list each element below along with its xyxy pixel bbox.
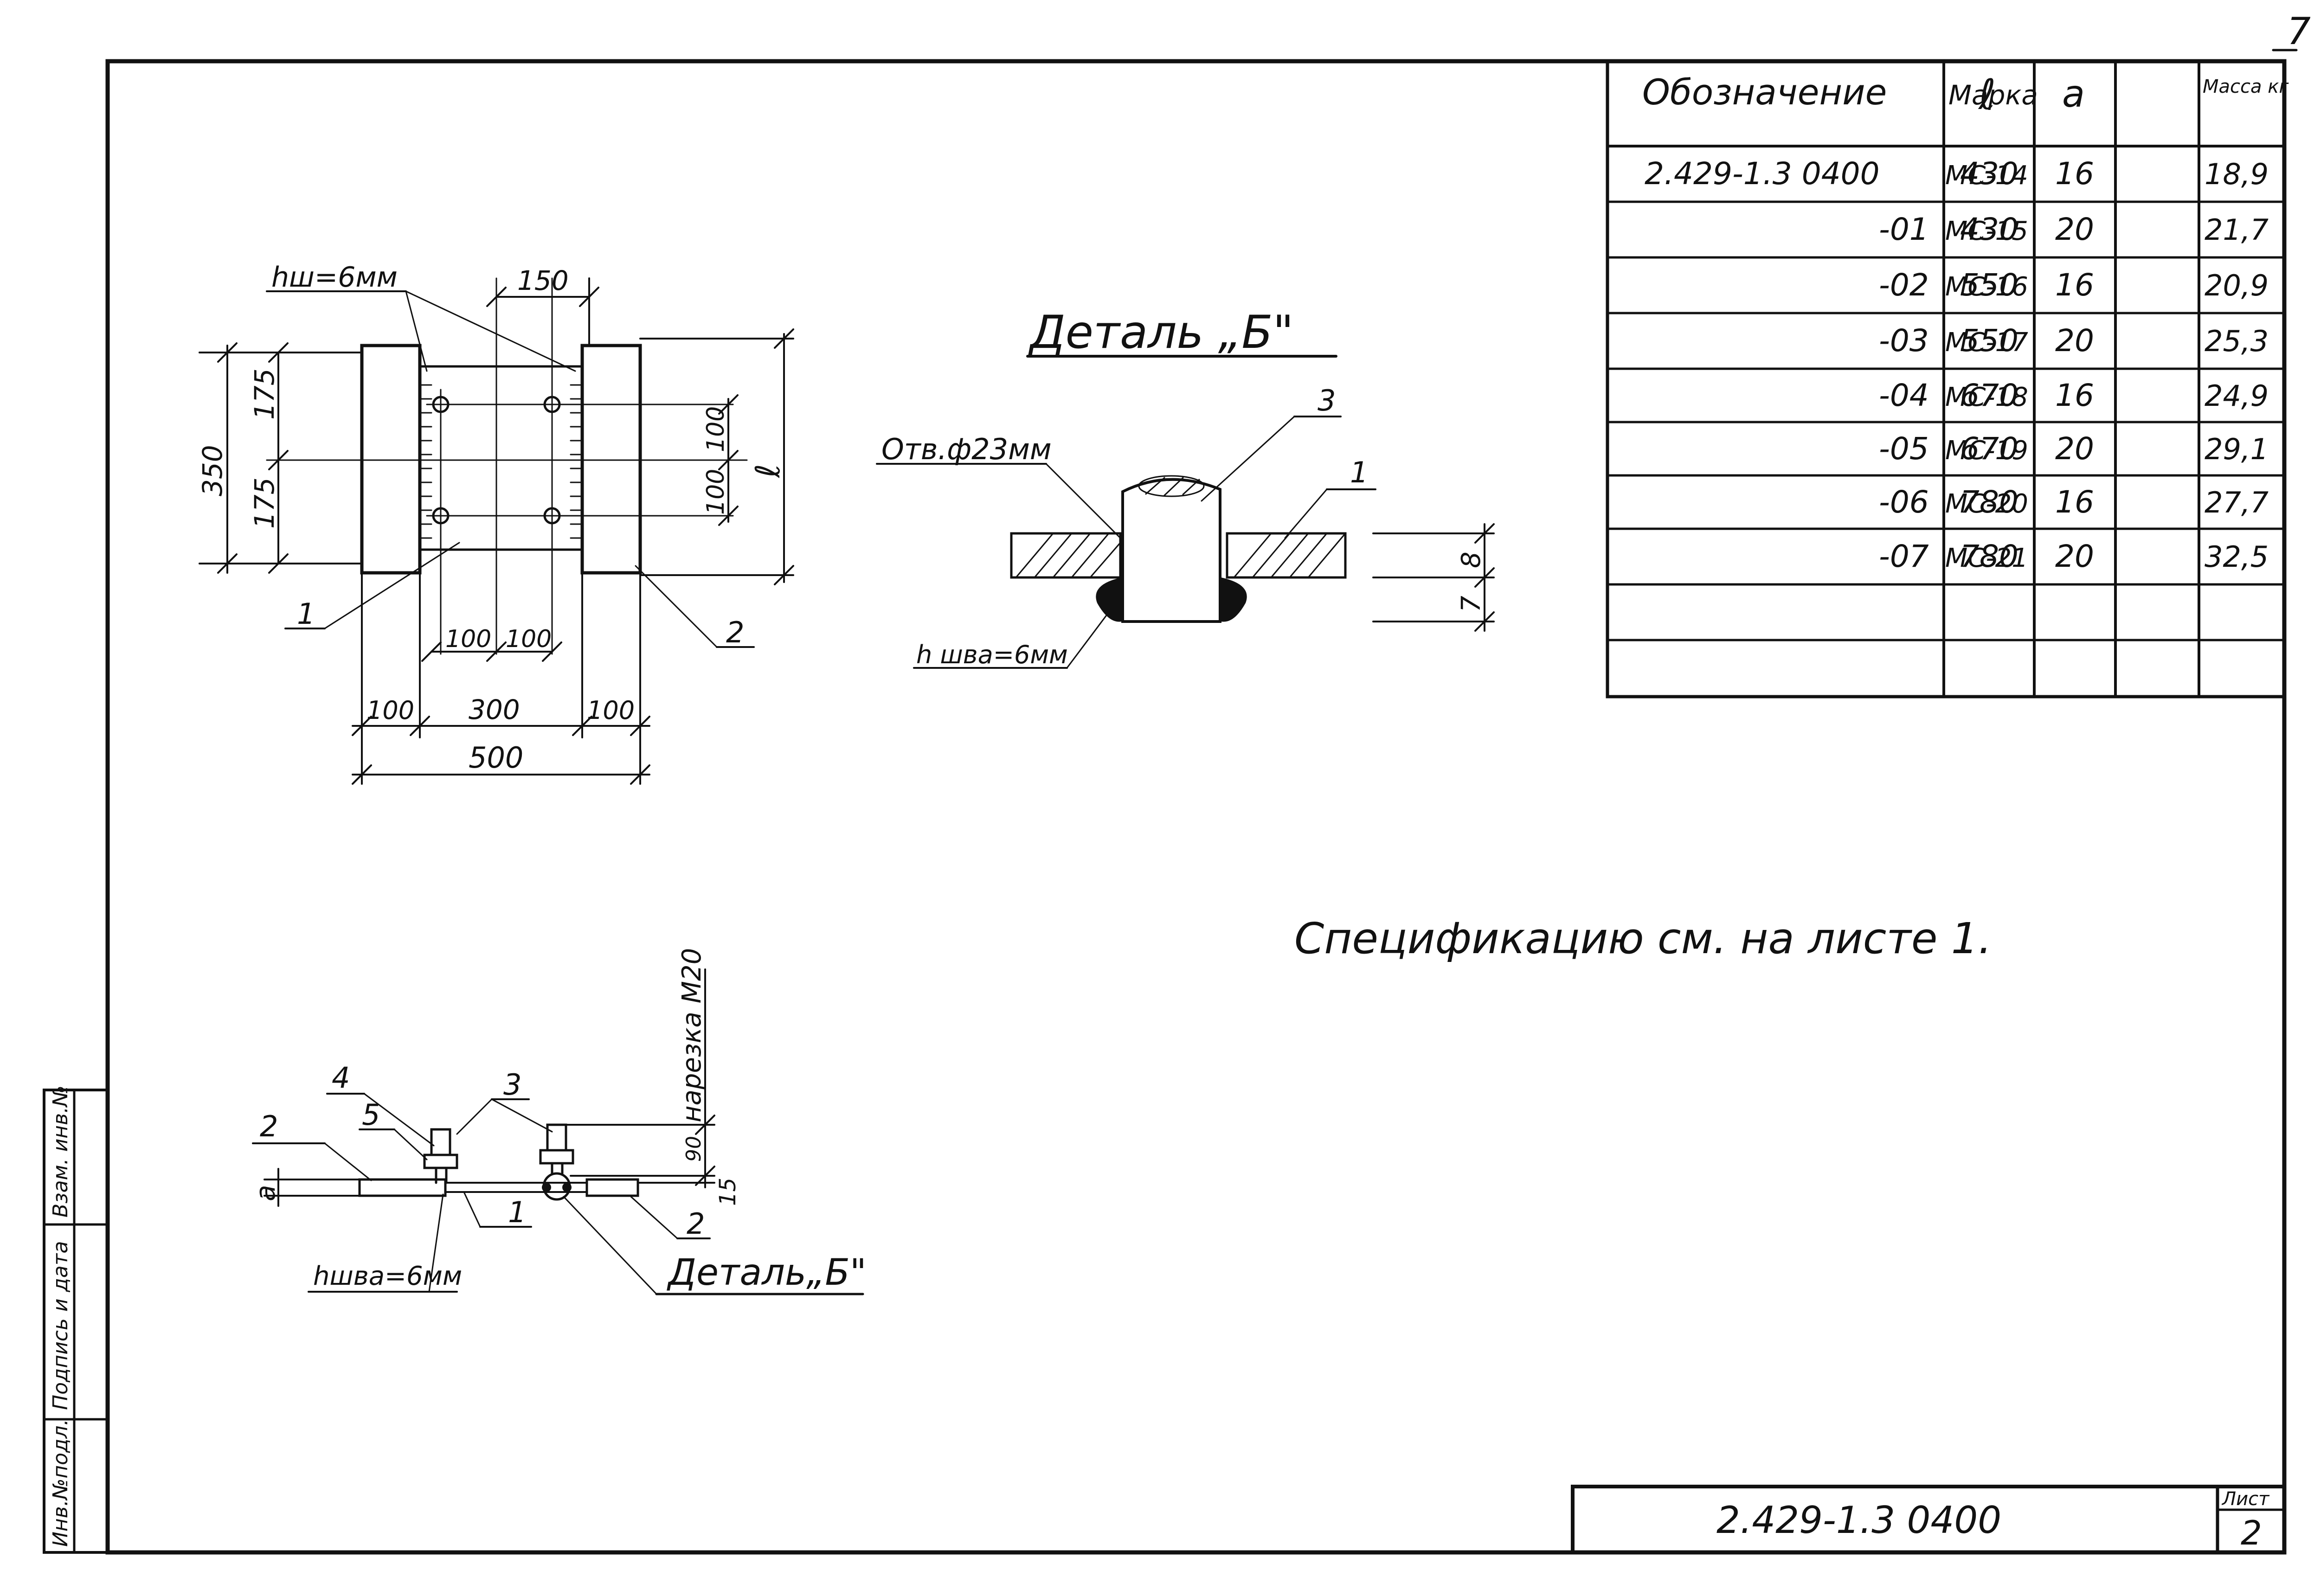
callout-1: 1	[297, 597, 315, 631]
row-5-mark: МС-19	[1945, 436, 2028, 466]
side-dim-15: 15	[715, 1178, 741, 1206]
row-5-length: 670	[1960, 431, 2018, 467]
row-4-a: 16	[2055, 378, 2094, 413]
row-0-a: 16	[2055, 156, 2094, 192]
row-7-mark: МС-21	[1945, 543, 2028, 573]
stamp-replaced-inv: Взам. инв.№	[49, 1085, 72, 1218]
row-0-mark: МС-14	[1945, 160, 2028, 191]
row-7-a: 20	[2055, 538, 2094, 574]
plan-view: 350 175 175 100 100 ℓ 150 hш=6мм	[197, 261, 794, 785]
row-3-a: 20	[2055, 323, 2094, 359]
detail-b-dim-7: 7	[1456, 596, 1486, 612]
row-0-mass: 18,9	[2205, 157, 2269, 191]
title-sheet-label: Лист	[2221, 1488, 2270, 1510]
dim-500: 500	[469, 741, 523, 775]
header-length: ℓ	[1978, 71, 1996, 119]
row-4-mass: 24,9	[2205, 379, 2269, 413]
row-0-length: 430	[1960, 156, 2018, 192]
dim-100-right-top: 100	[702, 406, 730, 452]
detail-b-callout-1: 1	[1350, 455, 1368, 489]
row-3-length: 550	[1960, 323, 2018, 359]
dim-100-bottom-right: 100	[587, 696, 635, 725]
dim-350: 350	[197, 445, 228, 496]
header-mark: Марка	[1948, 79, 2038, 111]
detail-b-weld-note: h шва=6мм	[916, 640, 1068, 669]
header-a: a	[2062, 72, 2085, 115]
side-callout-3: 3	[503, 1068, 521, 1102]
side-thread-note: нарезка М20	[677, 948, 707, 1122]
title-block: 2.429-1.3 0400 Лист 2	[1571, 1485, 2286, 1554]
row-7-designation: -07	[1879, 538, 1929, 574]
side-view: 4 5 3 2 2 1 a	[250, 948, 867, 1295]
row-2-designation: -02	[1879, 267, 1929, 303]
row-6-length: 780	[1960, 484, 2018, 520]
spec-table: Обозначение Марка ℓ a Масса кг 2.429-1.3…	[1606, 59, 2289, 699]
title-designation: 2.429-1.3 0400	[1716, 1499, 2001, 1542]
row-3-designation: -03	[1879, 323, 1929, 359]
dim-150: 150	[517, 265, 569, 296]
dim-100-inner-right: 100	[506, 625, 552, 653]
plan-weld-note: hш=6мм	[271, 261, 398, 294]
row-2-length: 550	[1960, 267, 2018, 303]
row-4-mark: МС-18	[1945, 382, 2028, 412]
side-callout-2-right: 2	[687, 1207, 705, 1241]
row-2-a: 16	[2055, 267, 2094, 303]
header-designation: Обозначение	[1642, 71, 1887, 113]
plate-right	[580, 344, 642, 575]
dim-100-inner-left: 100	[445, 625, 491, 653]
row-7-length: 780	[1960, 538, 2018, 574]
plate-left	[360, 344, 422, 575]
stamp-signature-date: Подпись и дата	[49, 1241, 72, 1410]
row-5-mass: 29,1	[2205, 432, 2269, 466]
dim-175-top: 175	[249, 368, 280, 420]
side-dim-90: 90	[682, 1136, 706, 1162]
side-callout-5: 5	[362, 1098, 380, 1132]
row-6-designation: -06	[1879, 484, 1929, 520]
row-1-mark: МС-15	[1945, 216, 2028, 246]
row-1-designation: -01	[1879, 212, 1929, 247]
plate-middle	[418, 365, 584, 551]
side-detail-ref: Деталь„Б"	[667, 1252, 867, 1294]
stamp-inv-no: Инв.№подл.	[49, 1419, 72, 1547]
detail-b: Деталь „Б" Отв.ф23мм h шва=6мм	[876, 306, 1495, 669]
row-3-mark: МС-17	[1945, 327, 2028, 358]
detail-b-callout-3: 3	[1318, 384, 1336, 417]
row-6-mark: МС-20	[1945, 489, 2028, 519]
row-0-designation: 2.429-1.3 0400	[1645, 156, 1880, 192]
page-number: 7	[2287, 10, 2311, 53]
callout-2: 2	[726, 615, 744, 649]
row-4-length: 670	[1960, 378, 2018, 413]
row-1-mass: 21,7	[2205, 213, 2269, 247]
row-2-mark: МС-16	[1945, 272, 2028, 302]
side-callout-1: 1	[508, 1195, 526, 1229]
spec-note: Спецификацию см. на листе 1.	[1294, 914, 1992, 963]
row-6-a: 16	[2055, 484, 2094, 520]
dim-175-bottom: 175	[249, 477, 280, 529]
row-2-mass: 20,9	[2205, 269, 2269, 302]
drawing-frame	[105, 59, 2287, 1555]
title-sheet-number: 2	[2241, 1513, 2262, 1552]
row-3-mass: 25,3	[2205, 324, 2269, 358]
row-5-designation: -05	[1879, 431, 1929, 467]
row-5-a: 20	[2055, 431, 2094, 467]
row-1-length: 430	[1960, 212, 2018, 247]
detail-b-hole-note: Отв.ф23мм	[881, 432, 1052, 466]
row-1-a: 20	[2055, 212, 2094, 247]
detail-b-title: Деталь „Б"	[1028, 306, 1294, 359]
dim-l: ℓ	[748, 464, 787, 479]
row-4-designation: -04	[1879, 378, 1929, 413]
side-weld-note: hшва=6мм	[313, 1261, 462, 1291]
detail-b-dim-8: 8	[1456, 551, 1486, 568]
row-7-mass: 32,5	[2205, 540, 2269, 574]
header-mass: Масса кг	[2203, 76, 2289, 97]
dim-100-right-bottom: 100	[702, 469, 730, 515]
side-callout-4: 4	[332, 1061, 350, 1095]
side-dim-a: a	[250, 1185, 281, 1201]
side-callout-2-left: 2	[260, 1109, 278, 1143]
row-6-mass: 27,7	[2205, 486, 2269, 519]
side-stamp: Инв.№подл. Подпись и дата Взам. инв.№	[43, 1085, 109, 1554]
dim-100-bottom-left: 100	[366, 696, 414, 725]
dim-300: 300	[469, 694, 520, 725]
